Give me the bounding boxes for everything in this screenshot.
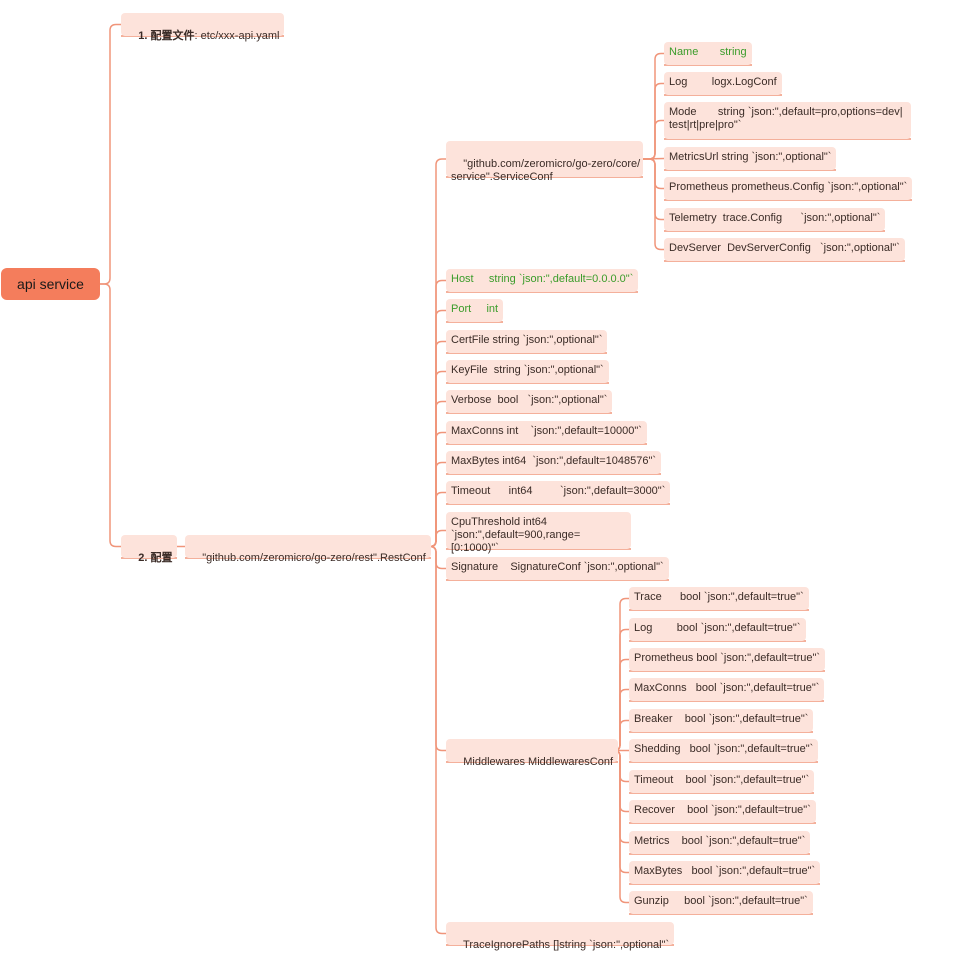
- restfield-maxconns[interactable]: MaxConns int `json:",default=10000"`: [446, 421, 647, 444]
- link-middlewares-child-8: [613, 749, 629, 844]
- link-restconf-child-6: [429, 431, 446, 548]
- middleware-maxconns[interactable]: MaxConns bool `json:",default=true"`: [629, 678, 825, 701]
- restfield-keyfile-label: KeyFile string `json:",optional"`: [451, 364, 604, 376]
- middleware-metrics[interactable]: Metrics bool `json:",default=true"`: [629, 831, 811, 854]
- middleware-recover-label: Recover bool `json:",default=true"`: [634, 804, 811, 816]
- link-restconf-child-0: [429, 158, 446, 548]
- servicefield-devserver-label: DevServer DevServerConfig `json:",option…: [669, 242, 900, 254]
- root-label: api service: [17, 276, 84, 292]
- middleware-shedding[interactable]: Shedding bool `json:",default=true"`: [629, 739, 819, 762]
- restfield-port-label: Port int: [451, 303, 499, 315]
- servicefield-name-label: Name string: [669, 46, 747, 58]
- link-serviceconf-child-0: [643, 52, 664, 160]
- middleware-timeout[interactable]: Timeout bool `json:",default=true"`: [629, 770, 815, 793]
- link-serviceconf-child-5: [643, 158, 664, 221]
- servicefield-name[interactable]: Name string: [664, 42, 752, 65]
- servicefield-mode[interactable]: Mode string `json:",default=pro,options=…: [664, 102, 911, 139]
- restfield-host[interactable]: Host string `json:",default=0.0.0.0"`: [446, 269, 639, 292]
- middleware-breaker[interactable]: Breaker bool `json:",default=true"`: [629, 709, 814, 732]
- restfield-cputhreshold-label: CpuThreshold int64 `json:",default=900,r…: [451, 516, 581, 554]
- link-restconf-child-11: [429, 545, 446, 752]
- link-serviceconf-child-6: [643, 158, 664, 251]
- middleware-gunzip-label: Gunzip bool `json:",default=true"`: [634, 895, 808, 907]
- restfield-keyfile[interactable]: KeyFile string `json:",optional"`: [446, 360, 609, 383]
- servicefield-log-label: Log logx.LogConf: [669, 76, 777, 88]
- middleware-prometheus[interactable]: Prometheus bool `json:",default=true"`: [629, 648, 826, 671]
- restfield-certfile-label: CertFile string `json:",optional"`: [451, 334, 603, 346]
- servicefield-prometheus[interactable]: Prometheus prometheus.Config `json:",opt…: [664, 177, 913, 200]
- link-root-configfile: [100, 23, 121, 285]
- link-middlewares-child-10: [613, 749, 629, 904]
- middleware-trace[interactable]: Trace bool `json:",default=true"`: [629, 587, 809, 610]
- middleware-prometheus-label: Prometheus bool `json:",default=true"`: [634, 652, 821, 664]
- link-restconf-child-9: [429, 529, 446, 548]
- link-serviceconf-child-2: [643, 119, 664, 160]
- root-node[interactable]: api service: [1, 268, 100, 300]
- branch-config-file-path: : etc/xxx-api.yaml: [194, 30, 280, 42]
- restfield-cputhreshold[interactable]: CpuThreshold int64 `json:",default=900,r…: [446, 512, 631, 554]
- middleware-breaker-label: Breaker bool `json:",default=true"`: [634, 713, 809, 725]
- servicefield-metricsurl-label: MetricsUrl string `json:",optional"`: [669, 151, 832, 163]
- link-root-config: [100, 283, 121, 548]
- restfield-host-label: Host string `json:",default=0.0.0.0"`: [451, 273, 634, 285]
- middleware-log[interactable]: Log bool `json:",default=true"`: [629, 618, 806, 641]
- link-restconf-child-8: [429, 491, 446, 548]
- middlewares-label: Middlewares MiddlewaresConf: [463, 756, 614, 768]
- branch-config[interactable]: 2. 配置: [121, 535, 178, 564]
- restfield-maxbytes[interactable]: MaxBytes int64 `json:",default=1048576"`: [446, 451, 662, 474]
- restconf-label: "github.com/zeromicro/go-zero/rest".Rest…: [202, 552, 426, 564]
- branch-config-label: 2. 配置: [138, 552, 173, 564]
- branch-config-file-prefix: 1. 配置文件: [138, 30, 195, 42]
- restfield-signature[interactable]: Signature SignatureConf `json:",optional…: [446, 557, 669, 580]
- restfield-signature-label: Signature SignatureConf `json:",optional…: [451, 561, 664, 573]
- servicefield-mode-label: Mode string `json:",default=pro,options=…: [669, 106, 903, 131]
- traceignorepaths-label: TraceIgnorePaths []string `json:",option…: [463, 939, 670, 951]
- middlewares-node[interactable]: Middlewares MiddlewaresConf: [446, 739, 619, 768]
- middleware-trace-label: Trace bool `json:",default=true"`: [634, 591, 804, 603]
- middleware-recover[interactable]: Recover bool `json:",default=true"`: [629, 800, 816, 823]
- middleware-timeout-label: Timeout bool `json:",default=true"`: [634, 774, 810, 786]
- restfield-maxconns-label: MaxConns int `json:",default=10000"`: [451, 425, 642, 437]
- middleware-maxconns-label: MaxConns bool `json:",default=true"`: [634, 682, 820, 694]
- link-serviceconf-child-4: [643, 158, 664, 190]
- link-restconf-child-1: [429, 279, 446, 548]
- serviceconf-label: "github.com/zeromicro/go-zero/core/ serv…: [451, 158, 641, 183]
- restfield-verbose-label: Verbose bool `json:",optional"`: [451, 394, 608, 406]
- servicefield-prometheus-label: Prometheus prometheus.Config `json:",opt…: [669, 181, 908, 193]
- restfield-port[interactable]: Port int: [446, 299, 504, 322]
- link-restconf-child-4: [429, 370, 446, 548]
- servicefield-metricsurl[interactable]: MetricsUrl string `json:",optional"`: [664, 147, 837, 170]
- restfield-timeout-label: Timeout int64 `json:",default=3000"`: [451, 485, 666, 497]
- link-restconf-child-2: [429, 309, 446, 548]
- servicefield-log[interactable]: Log logx.LogConf: [664, 72, 782, 95]
- link-middlewares-child-2: [613, 658, 629, 752]
- traceignorepaths-node[interactable]: TraceIgnorePaths []string `json:",option…: [446, 922, 675, 951]
- servicefield-telemetry-label: Telemetry trace.Config `json:",optional"…: [669, 212, 881, 224]
- restconf-node[interactable]: "github.com/zeromicro/go-zero/rest".Rest…: [185, 535, 431, 564]
- restfield-maxbytes-label: MaxBytes int64 `json:",default=1048576"`: [451, 455, 657, 467]
- link-restconf-child-5: [429, 400, 446, 548]
- restfield-verbose[interactable]: Verbose bool `json:",optional"`: [446, 390, 613, 413]
- middleware-metrics-label: Metrics bool `json:",default=true"`: [634, 835, 806, 847]
- middleware-maxbytes[interactable]: MaxBytes bool `json:",default=true"`: [629, 861, 821, 884]
- middleware-shedding-label: Shedding bool `json:",default=true"`: [634, 743, 814, 755]
- middleware-log-label: Log bool `json:",default=true"`: [634, 622, 801, 634]
- middleware-maxbytes-label: MaxBytes bool `json:",default=true"`: [634, 865, 816, 877]
- branch-config-file[interactable]: 1. 配置文件: etc/xxx-api.yaml: [121, 13, 285, 42]
- link-restconf-child-10: [429, 545, 446, 570]
- servicefield-devserver[interactable]: DevServer DevServerConfig `json:",option…: [664, 238, 905, 261]
- link-middlewares-child-0: [613, 597, 629, 752]
- link-restconf-child-12: [429, 545, 446, 935]
- restfield-certfile[interactable]: CertFile string `json:",optional"`: [446, 330, 608, 353]
- middleware-gunzip[interactable]: Gunzip bool `json:",default=true"`: [629, 891, 813, 914]
- servicefield-telemetry[interactable]: Telemetry trace.Config `json:",optional"…: [664, 208, 886, 231]
- restfield-timeout[interactable]: Timeout int64 `json:",default=3000"`: [446, 481, 671, 504]
- serviceconf-node[interactable]: "github.com/zeromicro/go-zero/core/ serv…: [446, 141, 643, 183]
- link-restconf-child-7: [429, 461, 446, 548]
